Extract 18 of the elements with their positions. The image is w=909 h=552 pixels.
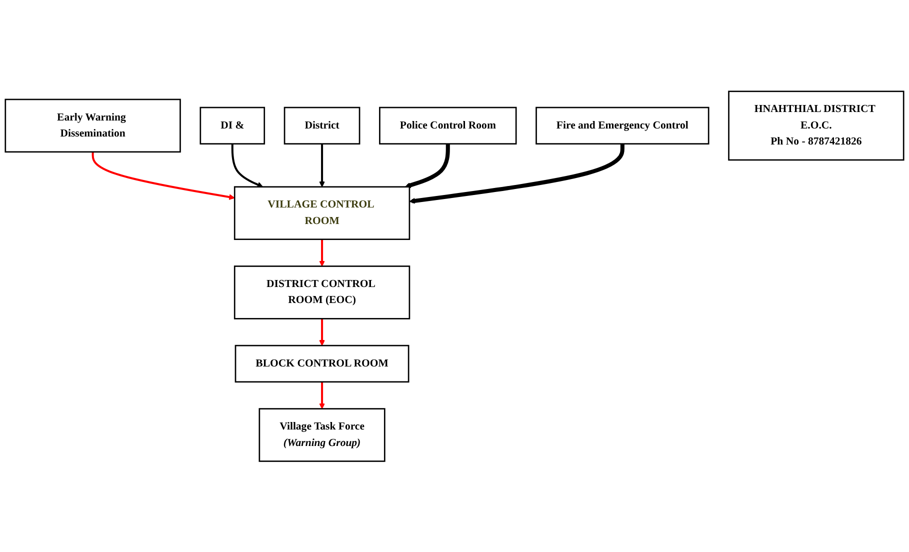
node-box: DI & — [200, 106, 266, 144]
node-box: Fire and Emergency Control — [536, 106, 710, 144]
arrow — [409, 144, 624, 204]
arrow — [319, 144, 325, 187]
node-box: Early Warning Dissemination — [4, 98, 181, 152]
node-box: Village Task Force (Warning Group) — [258, 408, 386, 462]
arrow — [92, 152, 235, 200]
node-box: VILLAGE CONTROL ROOM — [234, 186, 410, 240]
arrow — [319, 318, 325, 346]
arrow — [319, 239, 325, 266]
arrow — [319, 382, 325, 409]
arrow — [231, 144, 264, 188]
node-box: DISTRICT CONTROL ROOM (EOC) — [234, 265, 410, 320]
node-box: BLOCK CONTROL ROOM — [234, 344, 410, 382]
arrow — [404, 144, 450, 188]
node-box: Police Control Room — [379, 106, 517, 144]
node-box: HNAHTHIAL DISTRICT E.O.C. Ph No - 8787421826 — [728, 90, 904, 160]
node-box: District — [284, 106, 360, 144]
